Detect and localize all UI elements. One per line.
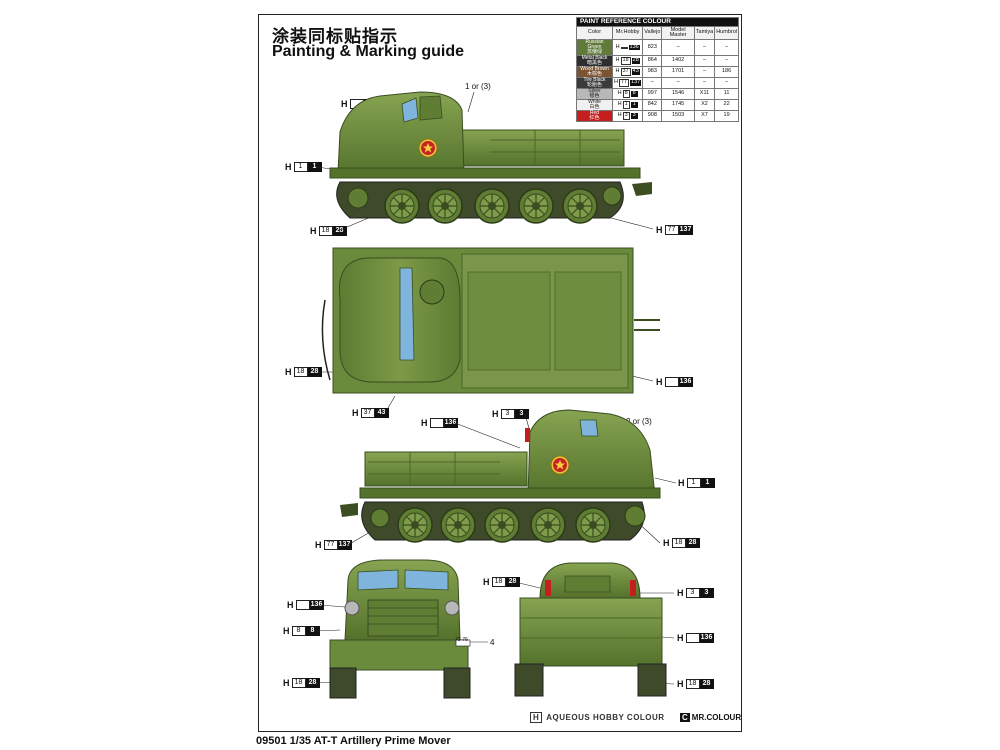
color-name-cn: 苏俄绿 — [586, 49, 602, 55]
brand-mr-mark: C — [680, 713, 690, 722]
color-name-cn: 银色 — [589, 93, 600, 99]
humbrol-code: 11 — [714, 88, 739, 100]
color-name: Russian Green — [585, 39, 604, 50]
brand-mr-label: MR.COLOUR — [691, 713, 742, 722]
color-name: Metal Black — [581, 55, 608, 61]
decal-note-top: 1 or (3) — [465, 82, 491, 91]
side-view-left — [329, 91, 652, 224]
plate-number: 72-76 — [455, 637, 468, 643]
rear-view — [514, 562, 667, 697]
humbrol-code: 19 — [714, 110, 739, 122]
decal-note-front: 4 — [490, 638, 495, 647]
color-name-cn: 白色 — [589, 104, 600, 110]
top-view — [321, 247, 660, 394]
col-color: Color — [576, 26, 613, 40]
color-name-cn: 木棕色 — [586, 71, 602, 77]
modelmaster-code: 1503 — [661, 110, 695, 122]
color-name: Silver — [588, 88, 601, 94]
decal-note-right: 2 or (3) — [626, 417, 652, 426]
brand-aqueous-label: AQUEOUS HOBBY COLOUR — [546, 713, 665, 722]
front-view — [329, 559, 471, 699]
vallejo-code: 908 — [642, 110, 663, 122]
color-name: Tire Black — [583, 77, 606, 83]
col-tamiya: Tamiya — [693, 26, 716, 40]
brand-aqueous-mark: H — [530, 712, 543, 723]
title-english: Painting & Marking guide — [272, 43, 465, 60]
tamiya-code: X7 — [693, 110, 716, 122]
footer-title: 09501 1/35 AT-T Artillery Prime Mover — [256, 735, 451, 747]
color-name-cn: 暗黑色 — [586, 60, 602, 66]
col-vallejo: Vallejo — [642, 26, 663, 40]
humbrol-code: 186 — [714, 66, 739, 78]
paint-reference-table: PAINT REFERENCE COLOUR Color Mr.Hobby Va… — [576, 17, 739, 122]
color-name-cn: 轮胎色 — [586, 82, 602, 88]
color-name-cn: 红色 — [589, 115, 600, 121]
tamiya-code: X2 — [693, 99, 716, 111]
tamiya-code: – — [693, 66, 716, 78]
color-name: White — [588, 99, 601, 105]
color-name: Red — [589, 110, 600, 116]
color-name: Wood Brown — [580, 66, 609, 72]
side-view-right — [340, 409, 661, 543]
title-chinese: 涂装同标贴指示 — [272, 27, 398, 47]
